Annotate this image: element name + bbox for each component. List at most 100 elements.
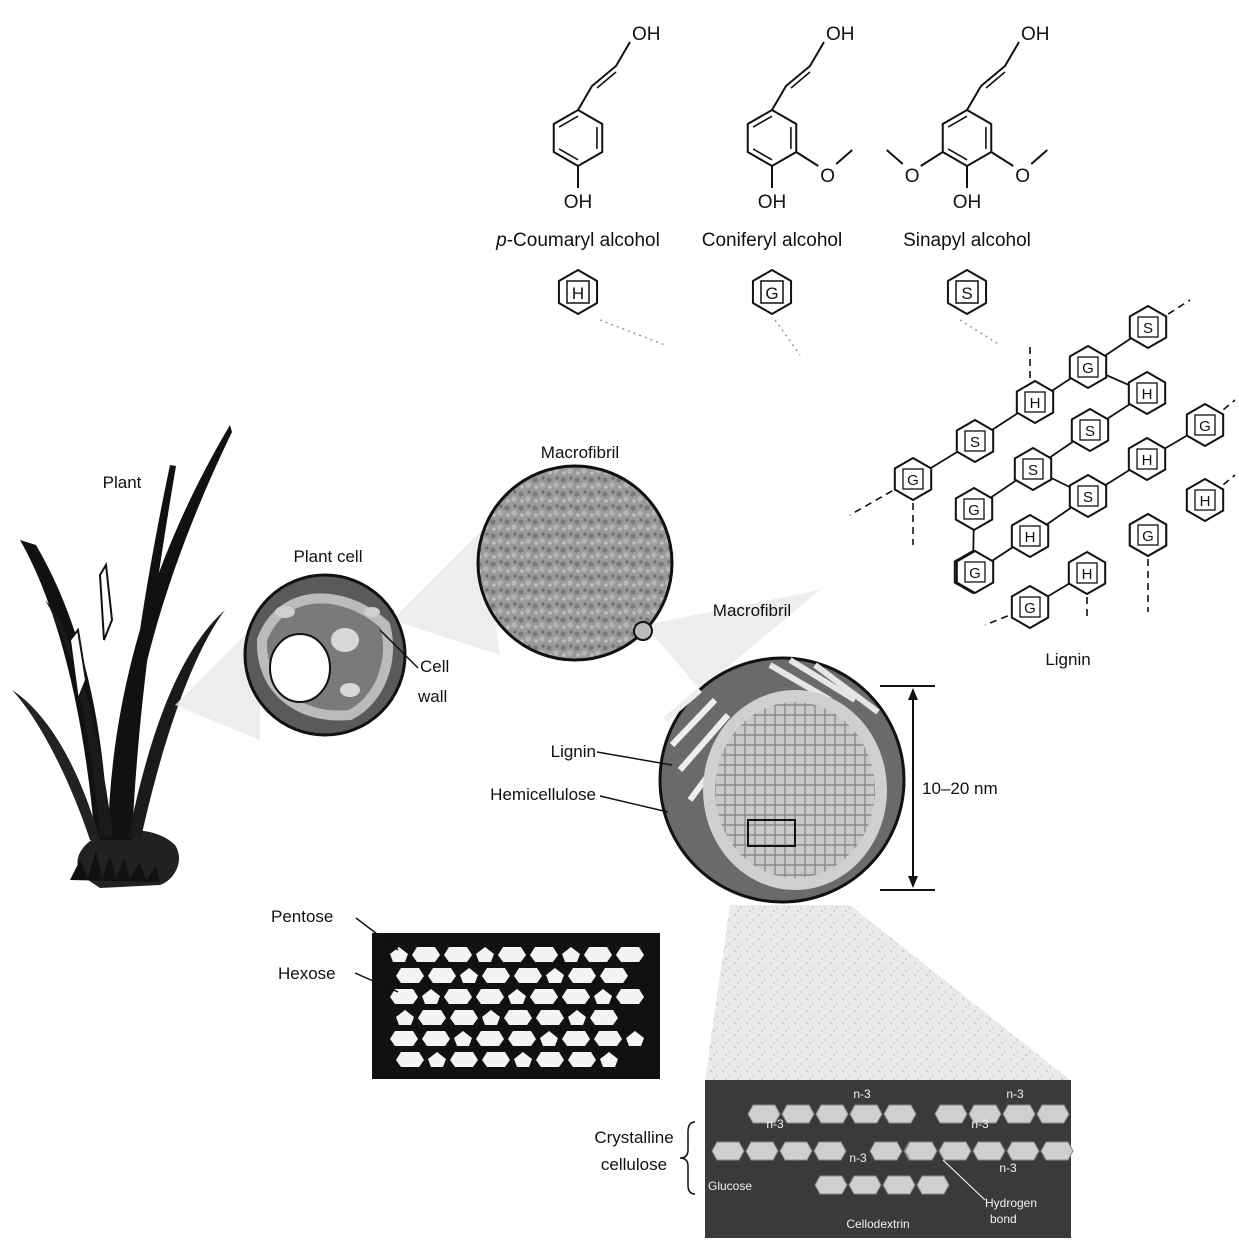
hemicellulose-pointer-line (600, 796, 668, 812)
svg-text:H: H (1142, 452, 1153, 469)
svg-text:G: G (1024, 600, 1036, 617)
hydroxyl-para-label: OH (564, 192, 593, 213)
hexose-unit (594, 1031, 622, 1046)
glucose-label: Glucose (708, 1179, 752, 1193)
hydroxyl-para-label: OH (758, 192, 787, 213)
glucose-unit (849, 1176, 881, 1194)
monomer-name: Coniferyl alcohol (702, 230, 842, 251)
monomer-h: OHOHp-Coumaryl alcoholH (495, 24, 660, 314)
macrofibril-cross-section (660, 658, 904, 902)
lignin-unit-h: H (1129, 438, 1165, 480)
macrofibril-label-upper: Macrofibril (541, 443, 619, 462)
glucose-unit (883, 1176, 915, 1194)
lignin-unit-s: S (1070, 475, 1106, 517)
svg-text:G: G (907, 472, 919, 489)
unit-leader (600, 320, 665, 345)
macrofibril-circle (478, 466, 672, 660)
hexose-unit (562, 1031, 590, 1046)
hexose-unit (476, 989, 504, 1004)
hydroxyl-para-label: OH (953, 192, 982, 213)
svg-text:G: G (968, 502, 980, 519)
crystalline-label-line2: cellulose (601, 1155, 667, 1174)
lignin-unit-s: S (1130, 306, 1166, 348)
hexose-unit (428, 968, 456, 983)
repeat-count-label: n-3 (971, 1117, 989, 1131)
crystalline-label-line1: Crystalline (594, 1128, 673, 1147)
svg-text:H: H (1200, 493, 1211, 510)
hexose-unit (568, 968, 596, 983)
hexose-unit (498, 947, 526, 962)
glucose-unit (935, 1105, 967, 1123)
hexose-unit (568, 1052, 596, 1067)
plant-cell (245, 575, 405, 735)
glucose-unit (1041, 1142, 1073, 1160)
plant-cell-label: Plant cell (294, 547, 363, 566)
hexose-unit (482, 1052, 510, 1067)
svg-text:S: S (1085, 423, 1095, 440)
hexose-unit (390, 1031, 418, 1046)
hexose-unit (514, 968, 542, 983)
glucose-unit (814, 1142, 846, 1160)
zoom-cone-to-cellulose (705, 905, 1070, 1080)
unit-leader (775, 320, 800, 355)
hexose-unit (600, 968, 628, 983)
lignin-unit-g: G (1187, 404, 1223, 446)
svg-text:G: G (969, 565, 981, 582)
lignin-unit-g: G (957, 551, 993, 593)
repeat-count-label: n-3 (1006, 1087, 1024, 1101)
glucose-unit (870, 1142, 902, 1160)
svg-text:G: G (1199, 418, 1211, 435)
unit-h-symbol: H (559, 270, 597, 314)
cell-wall-label-line2: wall (417, 687, 447, 706)
hexose-unit (616, 947, 644, 962)
methoxy-right-label: O (820, 166, 835, 187)
svg-text:S: S (1143, 320, 1153, 337)
svg-text:S: S (961, 284, 972, 303)
repeat-count-label: n-3 (849, 1151, 867, 1165)
hexose-label: Hexose (278, 964, 336, 983)
glucose-unit (746, 1142, 778, 1160)
glucose-unit (973, 1142, 1005, 1160)
hexose-unit (508, 1031, 536, 1046)
cell-wall-label-line1: Cell (420, 657, 449, 676)
hexose-unit (616, 989, 644, 1004)
lignin-unit-g: G (895, 458, 931, 500)
lignin-unit-g: G (1130, 514, 1166, 556)
svg-text:G: G (765, 284, 778, 303)
glucose-unit (1003, 1105, 1035, 1123)
pentose-label: Pentose (271, 907, 333, 926)
hexose-unit (530, 947, 558, 962)
methoxy-right-label: O (1015, 166, 1030, 187)
glucose-unit (884, 1105, 916, 1123)
hexose-unit (396, 968, 424, 983)
glucose-unit (815, 1176, 847, 1194)
hexose-unit (584, 947, 612, 962)
hexose-unit (590, 1010, 618, 1025)
hexose-unit (536, 1010, 564, 1025)
svg-text:H: H (1082, 566, 1093, 583)
hexose-unit (450, 1052, 478, 1067)
hexose-unit (422, 1031, 450, 1046)
svg-text:G: G (1142, 528, 1154, 545)
dimension-label: 10–20 nm (922, 779, 998, 798)
glucose-unit (917, 1176, 949, 1194)
lignin-unit-g: G (1012, 586, 1048, 628)
glucose-unit (1037, 1105, 1069, 1123)
lignin-network-label: Lignin (1045, 650, 1090, 669)
svg-text:G: G (1082, 360, 1094, 377)
methoxy-left-label: O (905, 166, 920, 187)
hemicellulose-label: Hemicellulose (490, 785, 596, 804)
glucose-unit (939, 1142, 971, 1160)
lignin-unit-h: H (1012, 515, 1048, 557)
glucose-unit (1007, 1142, 1039, 1160)
hexose-unit (562, 989, 590, 1004)
lignin-unit-h: H (1187, 479, 1223, 521)
lignin-unit-g: G (956, 488, 992, 530)
glucose-unit (712, 1142, 744, 1160)
crystalline-brace (680, 1122, 695, 1194)
repeat-count-label: n-3 (999, 1161, 1017, 1175)
cellodextrin-label: Cellodextrin (846, 1217, 909, 1231)
hexose-unit (504, 1010, 532, 1025)
glucose-unit (780, 1142, 812, 1160)
